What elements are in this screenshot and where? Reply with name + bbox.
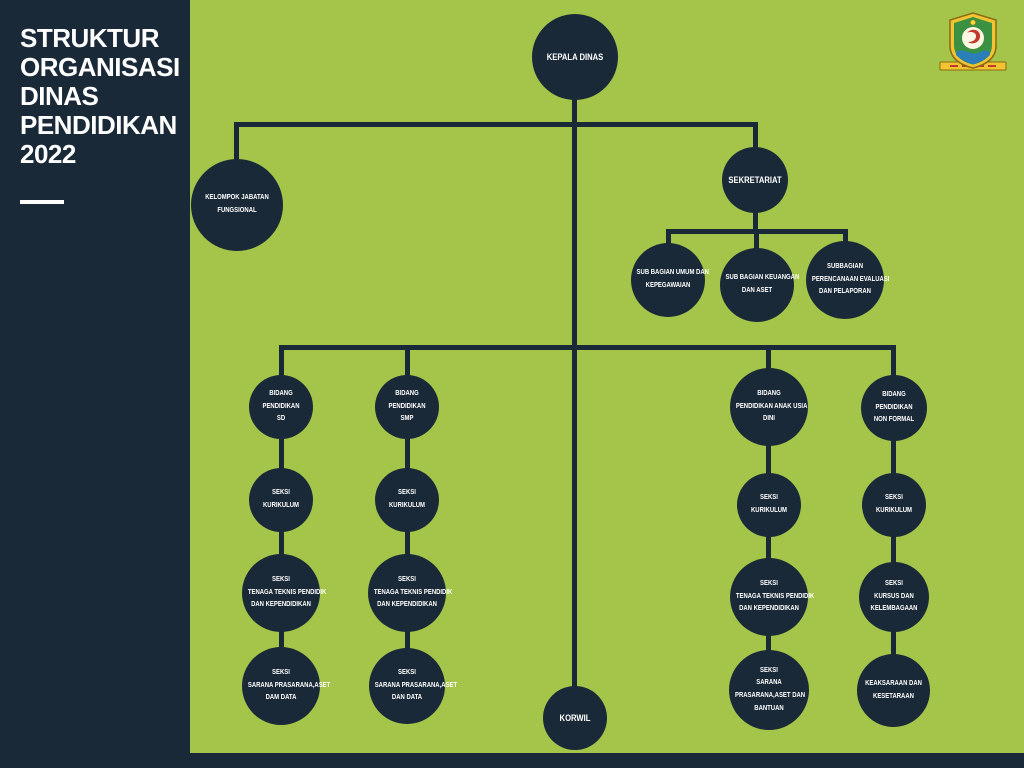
node-korwil: KORWIL: [543, 686, 607, 750]
node-label: KEPALA DINAS: [546, 51, 604, 62]
node-label: KORWIL: [559, 712, 591, 723]
bottom-bar: [190, 753, 1024, 768]
node-sekretariat: SEKRETARIAT: [722, 147, 788, 213]
connector-line: [572, 57, 577, 718]
node-label: SEKRETARIAT: [728, 174, 782, 185]
connector-line: [279, 345, 896, 350]
connector-line: [237, 122, 758, 127]
regency-crest-logo: [939, 12, 1007, 71]
node-kepala-dinas: KEPALA DINAS: [532, 14, 618, 100]
title-divider: [20, 199, 64, 204]
